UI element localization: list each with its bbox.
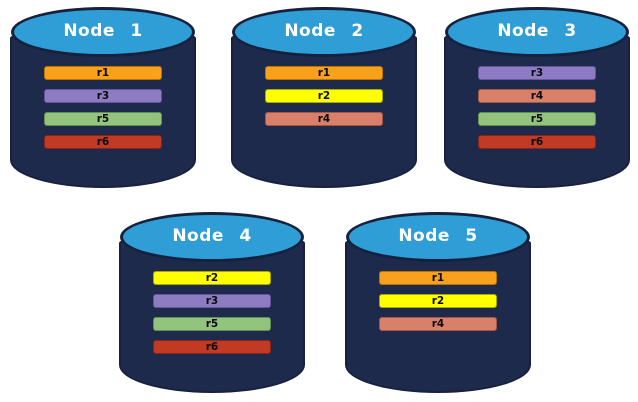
replica-bar-r3: r3 <box>44 89 162 103</box>
replica-bar-r1: r1 <box>44 66 162 80</box>
replica-label: r1 <box>96 66 110 79</box>
replica-label: r6 <box>96 135 110 148</box>
replica-label: r1 <box>317 66 331 79</box>
node-label: Node 3 <box>497 20 577 41</box>
replica-bar-r1: r1 <box>265 66 383 80</box>
cylinder-top: Node 1 <box>11 7 195 57</box>
cylinder-top: Node 5 <box>346 212 530 262</box>
node-cylinder: Node 3 r3 r4 r5 r6 <box>444 6 630 188</box>
replica-label: r6 <box>205 340 219 353</box>
replica-label: r2 <box>205 271 219 284</box>
replica-bar-r5: r5 <box>153 317 271 331</box>
replica-label: r5 <box>530 112 544 125</box>
replica-list: r1 r3 r5 r6 <box>10 66 196 149</box>
replica-label: r1 <box>431 271 445 284</box>
node-cylinder: Node 1 r1 r3 r5 r6 <box>10 6 196 188</box>
replica-bar-r3: r3 <box>478 66 596 80</box>
cylinder-top: Node 2 <box>232 7 416 57</box>
replica-bar-r4: r4 <box>478 89 596 103</box>
node-label: Node 1 <box>63 20 143 41</box>
replica-label: r3 <box>205 294 219 307</box>
replica-label: r4 <box>317 112 331 125</box>
replica-label: r4 <box>530 89 544 102</box>
cylinder-body <box>119 233 305 393</box>
replica-label: r2 <box>317 89 331 102</box>
node-cylinder: Node 2 r1 r2 r4 <box>231 6 417 188</box>
replica-bar-r2: r2 <box>265 89 383 103</box>
replica-list: r1 r2 r4 <box>345 271 531 331</box>
replica-list: r1 r2 r4 <box>231 66 417 126</box>
node-cylinder: Node 4 r2 r3 r5 r6 <box>119 211 305 393</box>
replica-bar-r3: r3 <box>153 294 271 308</box>
replica-bar-r6: r6 <box>153 340 271 354</box>
replica-bar-r4: r4 <box>265 112 383 126</box>
replica-label: r4 <box>431 317 445 330</box>
replica-bar-r5: r5 <box>44 112 162 126</box>
replica-list: r3 r4 r5 r6 <box>444 66 630 149</box>
replica-bar-r6: r6 <box>478 135 596 149</box>
replica-label: r3 <box>96 89 110 102</box>
node-label: Node 2 <box>284 20 364 41</box>
replica-bar-r1: r1 <box>379 271 497 285</box>
replica-bar-r2: r2 <box>379 294 497 308</box>
node-label: Node 5 <box>398 225 478 246</box>
replica-bar-r5: r5 <box>478 112 596 126</box>
cylinder-top: Node 4 <box>120 212 304 262</box>
replica-list: r2 r3 r5 r6 <box>119 271 305 354</box>
node-label: Node 4 <box>172 225 252 246</box>
replica-bar-r2: r2 <box>153 271 271 285</box>
replica-label: r5 <box>96 112 110 125</box>
cylinder-top: Node 3 <box>445 7 629 57</box>
cylinder-body <box>345 233 531 393</box>
node-cylinder: Node 5 r1 r2 r4 <box>345 211 531 393</box>
replica-bar-r4: r4 <box>379 317 497 331</box>
replica-bar-r6: r6 <box>44 135 162 149</box>
replica-label: r2 <box>431 294 445 307</box>
replica-label: r6 <box>530 135 544 148</box>
replica-label: r5 <box>205 317 219 330</box>
replica-label: r3 <box>530 66 544 79</box>
